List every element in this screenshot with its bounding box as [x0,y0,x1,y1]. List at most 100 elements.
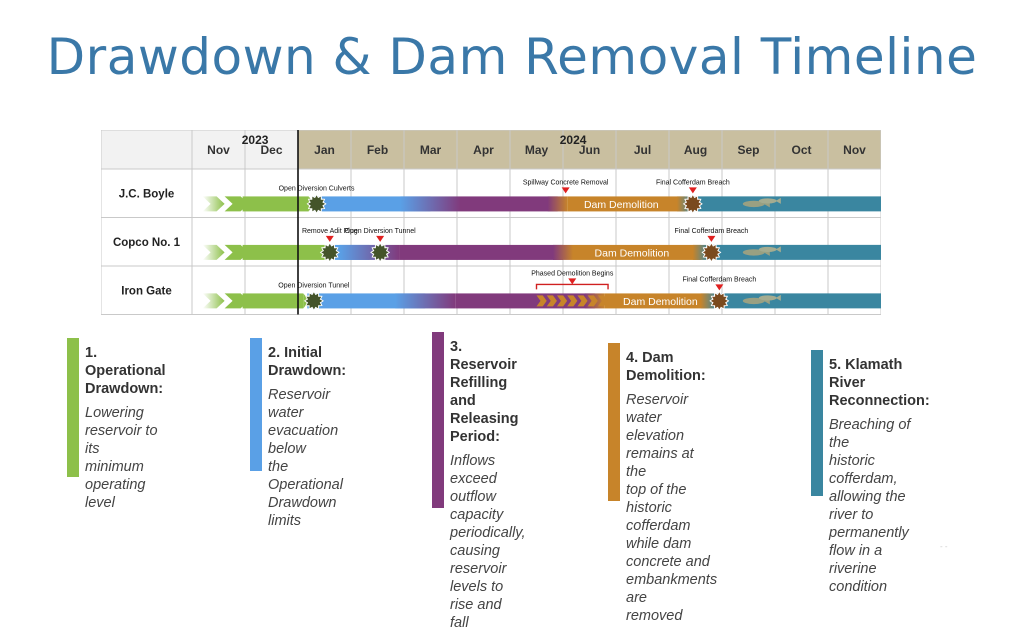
legend-body-line: periodically, [450,525,526,541]
legend-color-bar [811,350,823,496]
milestone-arrow-icon [568,278,577,285]
legend-color-bar [432,332,444,508]
bar-blend [547,196,568,212]
fish-body [758,295,777,301]
legend-color-bar [67,338,79,477]
milestone-arrow-icon [561,187,570,194]
month-label: Nov [843,143,866,157]
bar-refill [399,244,563,260]
legend-body-line: removed [626,608,683,624]
legend-body-line: Breaching of the [829,417,911,451]
bar-blend [395,293,456,309]
legend-body-line: minimum [85,459,144,475]
fish-body [742,297,765,305]
legend-body-line: riverine condition [829,561,888,595]
month-label: Nov [207,143,230,157]
legend-heading-line: Refilling and [450,375,508,409]
row-label: Iron Gate [121,285,171,297]
milestone-label: Open Diversion Culverts [279,185,355,192]
header-bg-2023 [101,130,298,169]
lead-chevron [202,196,225,212]
legend-body-line: reservoir to its [85,423,158,457]
legend-description: Reservoir water elevation remains at the… [626,391,717,625]
fish-body [758,246,777,253]
body-bg [101,169,881,315]
month-label: Jul [634,143,651,157]
month-label: Jun [579,143,600,157]
lead-chevron [202,293,225,309]
legend-body-line: top of the historic [626,482,687,516]
month-label: Oct [791,143,811,157]
legend-body-line: allowing the river to [829,489,906,523]
legend-heading: 5. Klamath River Reconnection: [829,356,930,410]
demolition-label: Dam Demolition [623,296,698,308]
fish-tail [775,197,781,204]
fish-icon [742,197,781,208]
bar-operational [242,293,304,309]
legend-body-line: levels to rise and [450,579,504,613]
legend-body-line: outflow capacity [450,489,504,523]
legend-heading-line: Drawdown: [85,381,164,397]
legend-body-line: historic cofferdam, [829,453,898,487]
legend-body-line: causing reservoir [450,543,507,577]
legend-color-bar [608,343,620,501]
legend-heading-line: Drawdown: [268,363,347,379]
legend-body-line: Inflows exceed [450,453,497,487]
lead-chevron [202,244,225,260]
milestone-arrow-icon [325,235,334,242]
bar-blend [339,244,400,260]
legend-description: Reservoir water evacuation below the Ope… [268,386,346,530]
bar-reconnection [692,196,881,212]
legend-body-line: Reservoir water [268,387,331,421]
month-label: Apr [473,143,494,157]
legend-body-line: operating level [85,477,146,511]
legend-heading-line: 4. Dam Demolition: [626,350,706,384]
breach-gear-icon [684,195,702,213]
bar-demolition [573,244,701,260]
legend-body-line: evacuation below [268,423,339,457]
milestone-label: Spillway Concrete Removal [523,179,609,186]
fish-body [742,200,765,208]
legend-body-line: Drawdown limits [268,495,337,529]
fish-icon [742,246,781,256]
bar-demolition [567,196,685,212]
milestone-arrow-icon [376,235,385,242]
demolition-label: Dam Demolition [584,199,659,211]
legend-body-line: the Operational [268,459,343,493]
bar-demolition [604,293,709,309]
legend-heading-line: Releasing Period: [450,411,519,445]
milestone-arrow-icon [707,235,716,242]
breach-gear-icon [702,243,720,261]
legend-description: Inflows exceed outflow capacity periodic… [450,452,526,632]
phased-chevron [577,295,588,307]
phased-chevron [587,295,598,307]
bar-reconnection [716,293,881,309]
month-label: Dec [260,143,282,157]
legend-body-line: fall [450,615,469,631]
milestone-label: Open Diversion Tunnel [278,282,350,289]
legend-color-bar [250,338,262,471]
bar-blend [400,196,461,212]
header-bg-2024 [298,130,881,169]
legend-body-line: embankments are [626,572,718,606]
legend-description: Lowering reservoir to its minimum operat… [85,404,166,512]
milestone-label: Final Cofferdam Breach [656,179,730,186]
fish-body [742,249,765,256]
legend-heading: 4. Dam Demolition: [626,349,717,385]
legend-text: 4. Dam Demolition: Reservoir water eleva… [626,349,717,625]
phased-chevron [536,295,547,307]
phased-bracket [535,283,609,290]
legend-heading-line: Reconnection: [829,393,930,409]
legend-body-line: cofferdam while dam [626,518,692,552]
demolition-label: Dam Demolition [595,247,670,259]
legend-heading: 3. Reservoir Refilling and Releasing Per… [450,338,526,446]
phased-chevron [556,295,568,307]
row-label: Copco No. 1 [113,237,181,249]
legend-text: 2. Initial Drawdown: Reservoir water eva… [268,344,346,530]
row-label: J.C. Boyle [119,188,175,200]
bar-operational [242,244,328,260]
milestone-label: Final Cofferdam Breach [675,228,749,235]
year-label: 2024 [560,133,587,147]
phased-chevron [546,295,557,307]
phased-chevron [567,295,578,307]
